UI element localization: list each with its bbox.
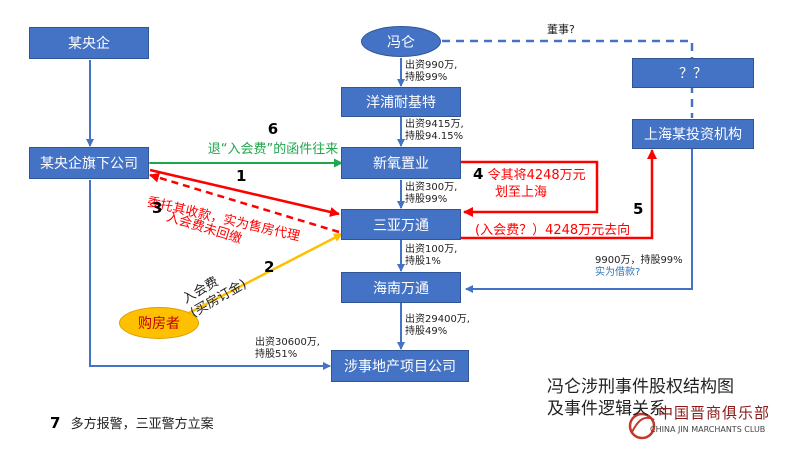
edge-event-3 — [149, 172, 340, 234]
event-7: 7 多方报警，三亚警方立案 — [50, 414, 214, 432]
event-6: 6 退“入会费”的函件往来 — [207, 120, 339, 157]
watermark-sub: CHINA JIN MARCHANTS CLUB — [650, 425, 766, 434]
club-logo-icon — [628, 412, 656, 440]
edge-director-dashed — [442, 39, 694, 118]
event-5-number: 5 — [633, 200, 644, 218]
label-hainan-project: 出资29400万, 持股49% — [405, 314, 470, 337]
label-director: 董事? — [547, 23, 575, 36]
edge-event-5 — [461, 149, 657, 240]
node-central-soe: 某央企 — [29, 27, 149, 59]
node-sanya-wantong: 三亚万通 — [341, 209, 461, 240]
label-sanya-hainan: 出资100万, 持股1% — [405, 244, 458, 267]
label-yangpu-xinyang: 出资9415万, 持股94.15% — [405, 119, 464, 142]
node-xinyang: 新氧置业 — [341, 147, 461, 179]
event-2-number: 2 — [264, 258, 275, 276]
edge-subsidiary-to-project — [89, 180, 331, 370]
event-5-text: (入会费？）4248万元去向 — [475, 223, 631, 238]
edge-event-1 — [149, 168, 340, 217]
event-3-number: 3 — [152, 199, 163, 217]
node-home-buyer: 购房者 — [119, 307, 199, 339]
edge-event-2 — [184, 232, 343, 317]
event-1-number: 1 — [236, 167, 247, 185]
watermark-name: 中国晋商俱乐部 — [658, 404, 771, 422]
label-fenglun-yangpu: 出资990万, 持股99% — [405, 60, 458, 83]
node-unknown-director-entity: ？？ — [632, 58, 754, 88]
diagram-title: 冯仑涉刑事件股权结构图 及事件逻辑关系 — [547, 377, 734, 419]
node-feng-lun: 冯仑 — [361, 26, 441, 57]
node-project-company: 涉事地产项目公司 — [331, 350, 469, 382]
edge-investor-to-hainan — [465, 148, 693, 293]
node-shanghai-investor: 上海某投资机构 — [632, 119, 754, 149]
edge-event-4 — [461, 160, 599, 217]
node-soe-subsidiary: 某央企旗下公司 — [29, 147, 149, 179]
label-soe-project: 出资30600万, 持股51% — [255, 337, 320, 360]
node-hainan-wantong: 海南万通 — [341, 272, 461, 303]
event-4: 4 令其将4248万元 划至上海 — [473, 165, 586, 201]
label-investor-hainan: 9900万，持股99% 实为借款? — [595, 255, 683, 278]
node-yangpu: 洋浦耐基特 — [341, 87, 461, 117]
label-xinyang-sanya: 出资300万, 持股99% — [405, 182, 458, 205]
